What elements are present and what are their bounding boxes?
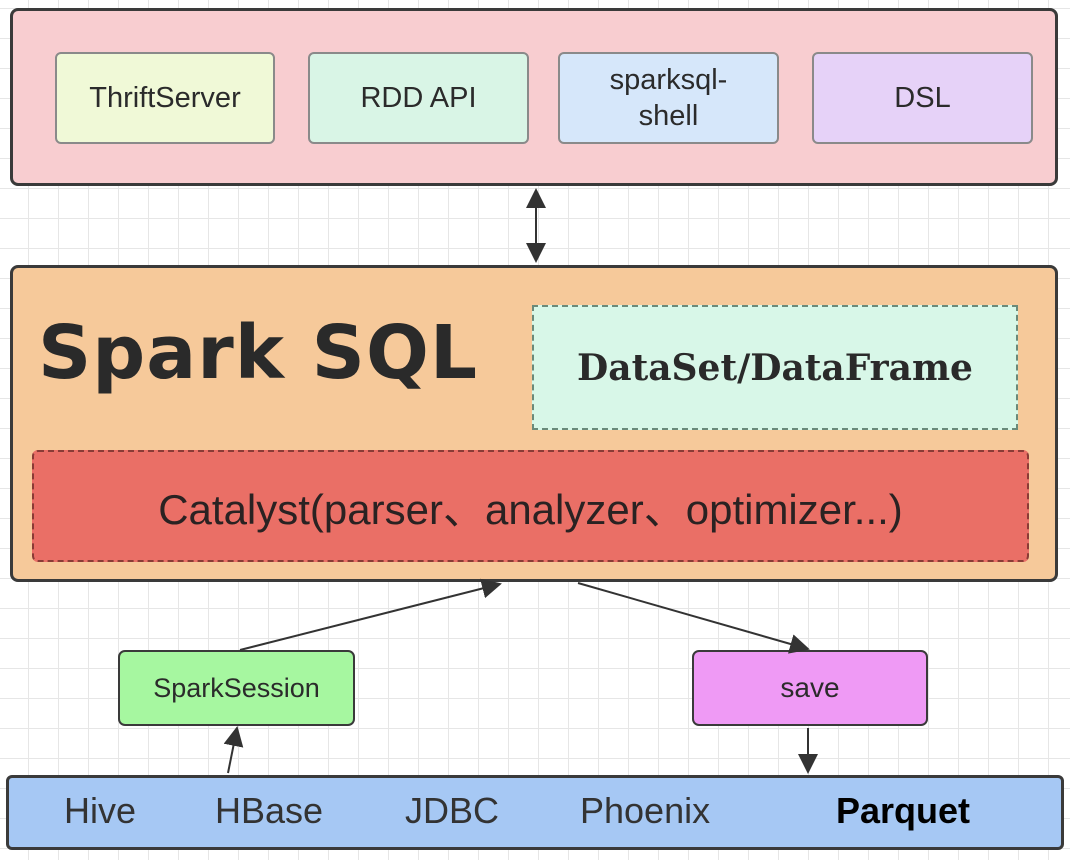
dsl-box: DSL [812, 52, 1033, 144]
core-to-save-arrow [577, 582, 810, 654]
thriftserver-box: ThriftServer [55, 52, 275, 144]
sparksql-shell-label: sparksql- shell [609, 64, 728, 132]
spark-sql-title: Spark SQL [38, 310, 479, 396]
sparksession-box: SparkSession [118, 650, 355, 726]
rdd-api-label: RDD API [360, 82, 477, 114]
rdd-api-box: RDD API [308, 52, 529, 144]
save-label: save [780, 672, 840, 703]
session-to-core-arrow [239, 578, 502, 651]
thriftserver-label: ThriftServer [89, 82, 241, 114]
source-hive: Hive [64, 790, 137, 831]
sparksession-label: SparkSession [153, 672, 320, 703]
source-hbase: HBase [215, 790, 324, 831]
dataset-dataframe-label: DataSet/DataFrame [577, 346, 973, 389]
catalyst-label: Catalyst(parser、analyzer、optimizer...) [158, 485, 903, 533]
source-parquet: Parquet [836, 790, 971, 831]
save-box: save [692, 650, 928, 726]
sparksql-shell-box: sparksql- shell [558, 52, 779, 144]
source-phoenix: Phoenix [580, 790, 711, 831]
dataset-dataframe-box: DataSet/DataFrame [532, 305, 1018, 430]
sources-to-session-arrow [223, 726, 244, 774]
data-sources-panel [6, 775, 1064, 850]
dsl-label: DSL [894, 82, 951, 114]
source-jdbc: JDBC [405, 790, 500, 831]
catalyst-box: Catalyst(parser、analyzer、optimizer...) [32, 450, 1029, 562]
